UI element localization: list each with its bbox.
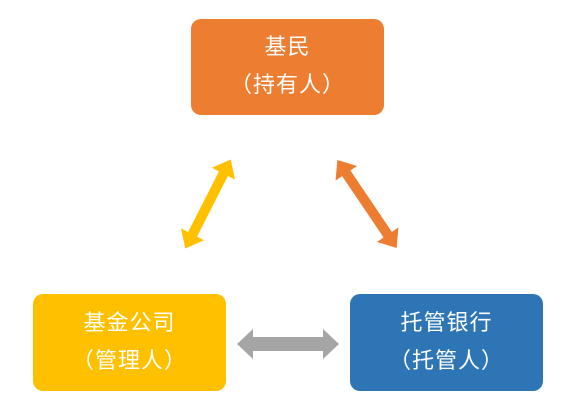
- node-investor-subtitle: （持有人）: [229, 73, 345, 98]
- double-arrow-fund-custodian: [237, 329, 339, 359]
- node-custodian-bank: 托管银行 （托管人）: [350, 294, 543, 391]
- node-investor-title: 基民: [264, 35, 311, 60]
- node-fund-company: 基金公司 （管理人）: [33, 294, 226, 391]
- double-arrow-investor-custodian: [335, 160, 399, 248]
- node-fund-company-subtitle: （管理人）: [71, 348, 187, 374]
- node-custodian-bank-subtitle: （托管人）: [388, 348, 504, 374]
- node-investor: 基民 （持有人）: [191, 19, 384, 115]
- node-fund-company-title: 基金公司: [83, 310, 176, 336]
- node-custodian-bank-title: 托管银行: [400, 310, 493, 336]
- double-arrow-investor-fund: [180, 159, 236, 249]
